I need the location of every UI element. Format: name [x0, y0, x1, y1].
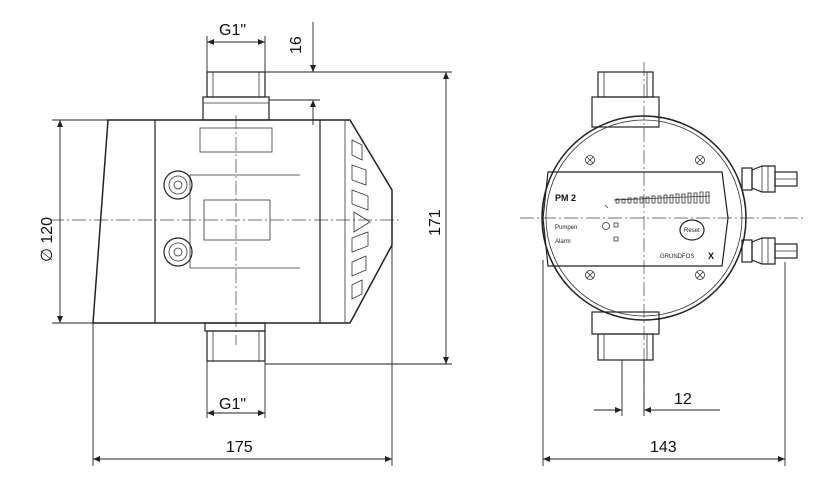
alarm-led-icon	[613, 236, 619, 242]
brand-mark-icon: X	[708, 251, 714, 261]
side-thread-bottom-label: G1"	[219, 396, 246, 413]
front-status-label-2: Alarm	[555, 239, 571, 245]
side-offset-label: 16	[288, 36, 305, 54]
front-offset-label: 12	[674, 391, 692, 408]
reset-button	[679, 219, 705, 241]
side-front-fins	[351, 139, 371, 300]
front-cable-gland-bottom	[741, 237, 798, 265]
front-body-outer	[541, 115, 747, 321]
front-cable-gland-top	[741, 165, 798, 193]
side-height-label: 171	[427, 209, 444, 236]
side-thread-top-label: G1"	[219, 22, 246, 39]
side-label-plate	[203, 199, 271, 241]
front-label-panel	[542, 171, 729, 267]
side-width-label: 175	[226, 439, 253, 456]
side-body-outline	[92, 119, 393, 324]
front-screws	[585, 155, 705, 280]
side-top-connector	[202, 71, 270, 121]
front-width-label: 143	[650, 439, 677, 456]
pump-led-icon	[613, 222, 619, 228]
side-cable-gland-bottom	[163, 237, 193, 267]
reset-button-label: Reset	[684, 228, 700, 234]
front-view: PM 2 Pumpen Alarm	[520, 62, 805, 466]
front-top-connector	[591, 71, 660, 128]
front-pressure-scale	[604, 191, 711, 209]
front-model-label: PM 2	[555, 193, 576, 203]
side-view: G1" 16 ∅ 120 171 G1" 175	[39, 22, 452, 466]
front-status-label-1: Pumpen	[555, 225, 577, 231]
side-bottom-connector	[204, 322, 266, 362]
side-diameter-label: ∅ 120	[39, 217, 56, 262]
pump-symbol-icon	[602, 222, 610, 230]
front-bottom-connector	[591, 311, 660, 361]
side-cable-gland-top	[163, 170, 193, 200]
brand-label: GRUNDFOS	[660, 254, 694, 260]
